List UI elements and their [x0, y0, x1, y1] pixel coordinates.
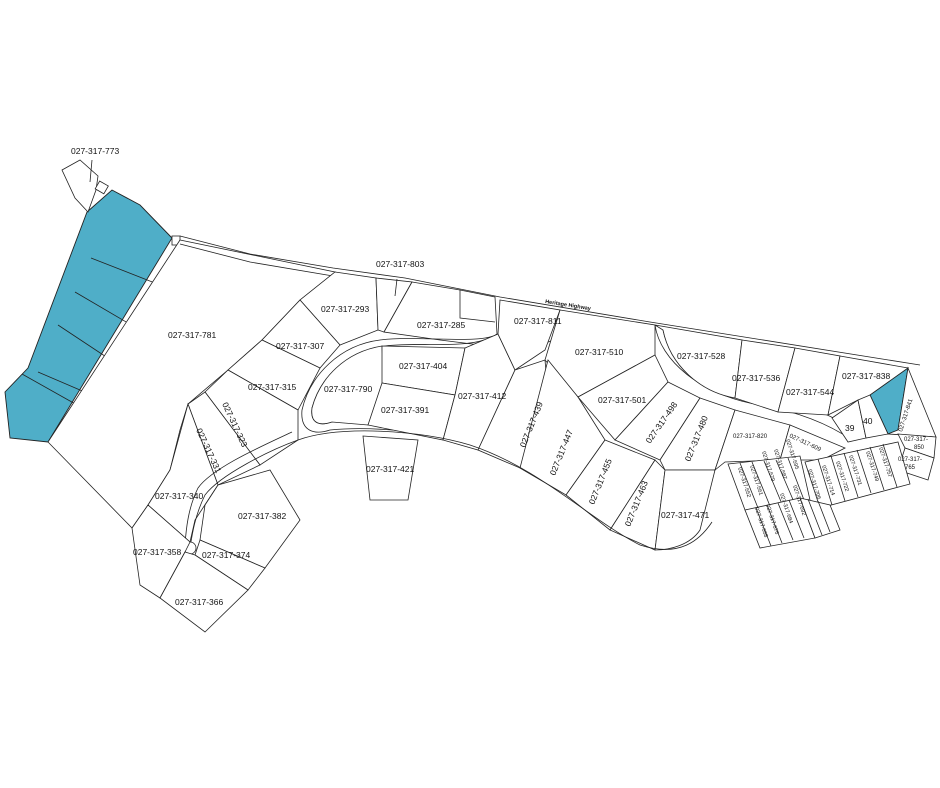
label-471: 027-317-471: [661, 510, 709, 520]
lot-40[interactable]: [857, 394, 889, 439]
label-39: 39: [845, 423, 855, 433]
label-40: 40: [863, 416, 873, 426]
lot-293[interactable]: [299, 271, 379, 346]
label-765-top: 027-317-: [898, 457, 922, 463]
label-850-top: 027-317-: [904, 437, 928, 443]
inner-loop-road: [301, 333, 499, 443]
label-765-bottom: 765: [905, 465, 916, 471]
label-838: 027-317-838: [842, 371, 890, 381]
label-404: 027-317-404: [399, 361, 447, 371]
label-850-bottom: 850: [914, 445, 925, 451]
label-391: 027-317-391: [381, 405, 429, 415]
lot-421[interactable]: [362, 435, 419, 501]
label-803: 027-317-803: [376, 259, 424, 269]
lot-grid-east[interactable]: [804, 441, 911, 509]
label-358: 027-317-358: [133, 547, 181, 557]
lot-773-block[interactable]: [61, 159, 99, 213]
lot-366[interactable]: [159, 551, 249, 633]
label-307: 027-317-307: [276, 341, 324, 351]
lot-790[interactable]: [311, 345, 385, 426]
label-421: 027-317-421: [366, 464, 414, 474]
label-536: 027-317-536: [732, 373, 780, 383]
label-790: 027-317-790: [324, 384, 372, 394]
label-820: 027-317-820: [733, 434, 768, 440]
lot-grid-southeast[interactable]: [799, 497, 841, 539]
label-315: 027-317-315: [248, 382, 296, 392]
label-382: 027-317-382: [238, 511, 286, 521]
label-374: 027-317-374: [202, 550, 250, 560]
lot-471[interactable]: [654, 469, 716, 551]
label-285: 027-317-285: [417, 320, 465, 330]
label-544: 027-317-544: [786, 387, 834, 397]
label-501: 027-317-501: [598, 395, 646, 405]
lot-811[interactable]: [497, 299, 561, 371]
label-811: 027-317-811: [514, 316, 562, 326]
label-773: 027-317-773: [71, 146, 119, 156]
label-340: 027-317-340: [155, 491, 203, 501]
label-781: 027-317-781: [168, 330, 216, 340]
lot-323[interactable]: [204, 369, 299, 466]
label-528: 027-317-528: [677, 351, 725, 361]
label-366: 027-317-366: [175, 597, 223, 607]
label-510: 027-317-510: [575, 347, 623, 357]
label-293: 027-317-293: [321, 304, 369, 314]
label-412: 027-317-412: [458, 391, 506, 401]
